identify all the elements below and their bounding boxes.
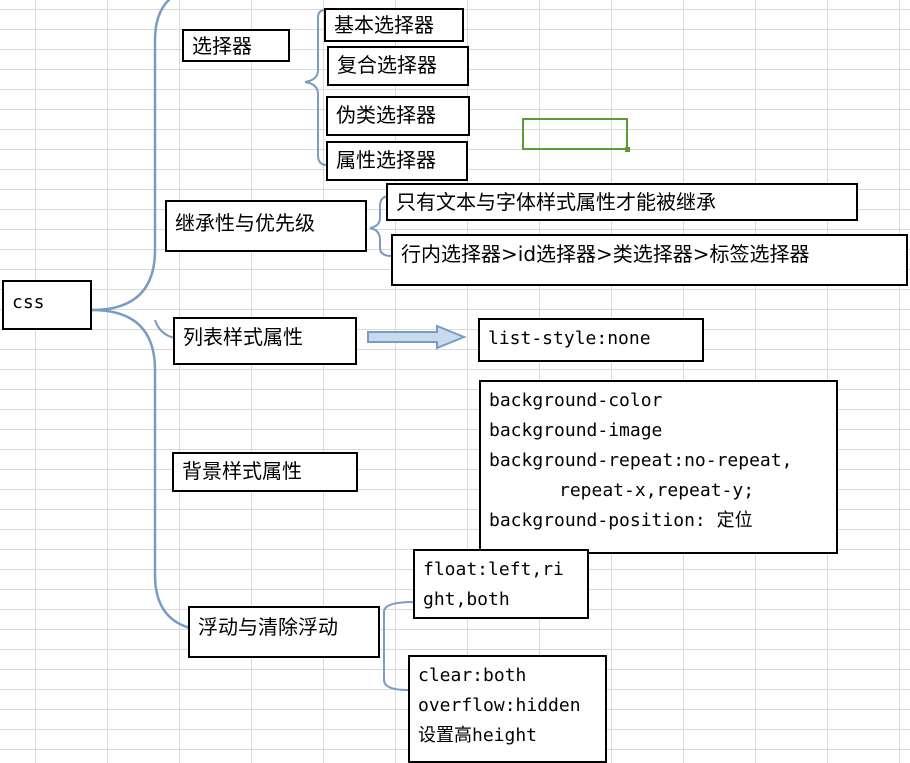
list-arrow bbox=[367, 324, 467, 350]
clear-line: 设置高height bbox=[418, 725, 538, 746]
float-line: ght,both bbox=[423, 589, 510, 610]
selector-child-compound: 复合选择器 bbox=[327, 46, 469, 86]
root-node: css bbox=[2, 280, 92, 330]
background-values: background-color background-image backgr… bbox=[479, 380, 838, 554]
float-brace bbox=[383, 601, 414, 691]
clear-values: clear:both overflow:hidden 设置高height bbox=[408, 655, 607, 763]
bg-line: background-repeat:no-repeat, bbox=[489, 450, 793, 471]
selected-cell[interactable] bbox=[522, 118, 630, 152]
bg-line: background-color bbox=[489, 390, 663, 411]
clear-line: clear:both bbox=[418, 665, 527, 686]
selectors-node: 选择器 bbox=[182, 29, 290, 62]
selector-child-basic: 基本选择器 bbox=[324, 8, 464, 42]
root-to-list-branch bbox=[154, 319, 176, 339]
root-brace-lower bbox=[91, 308, 191, 630]
inheritance-child-priority: 行内选择器>id选择器>类选择器>标签选择器 bbox=[391, 234, 908, 286]
bg-line: background-image bbox=[489, 420, 663, 441]
list-style-value: list-style:none bbox=[478, 318, 704, 362]
selectors-brace bbox=[304, 9, 328, 166]
list-style-node: 列表样式属性 bbox=[173, 317, 357, 365]
inheritance-brace bbox=[369, 195, 393, 257]
inheritance-child-text: 只有文本与字体样式属性才能被继承 bbox=[386, 183, 858, 221]
float-line: float:left,ri bbox=[423, 559, 564, 580]
bg-line: background-position: 定位 bbox=[489, 510, 753, 531]
selector-child-attribute: 属性选择器 bbox=[326, 141, 468, 181]
float-values: float:left,ri ght,both bbox=[413, 549, 589, 619]
root-brace-upper bbox=[91, 0, 171, 312]
inheritance-node: 继承性与优先级 bbox=[165, 200, 367, 252]
background-node: 背景样式属性 bbox=[172, 452, 358, 492]
float-node: 浮动与清除浮动 bbox=[188, 606, 380, 658]
bg-line: repeat-x,repeat-y; bbox=[559, 480, 755, 501]
clear-line: overflow:hidden bbox=[418, 695, 581, 716]
selector-child-pseudo: 伪类选择器 bbox=[326, 96, 470, 136]
